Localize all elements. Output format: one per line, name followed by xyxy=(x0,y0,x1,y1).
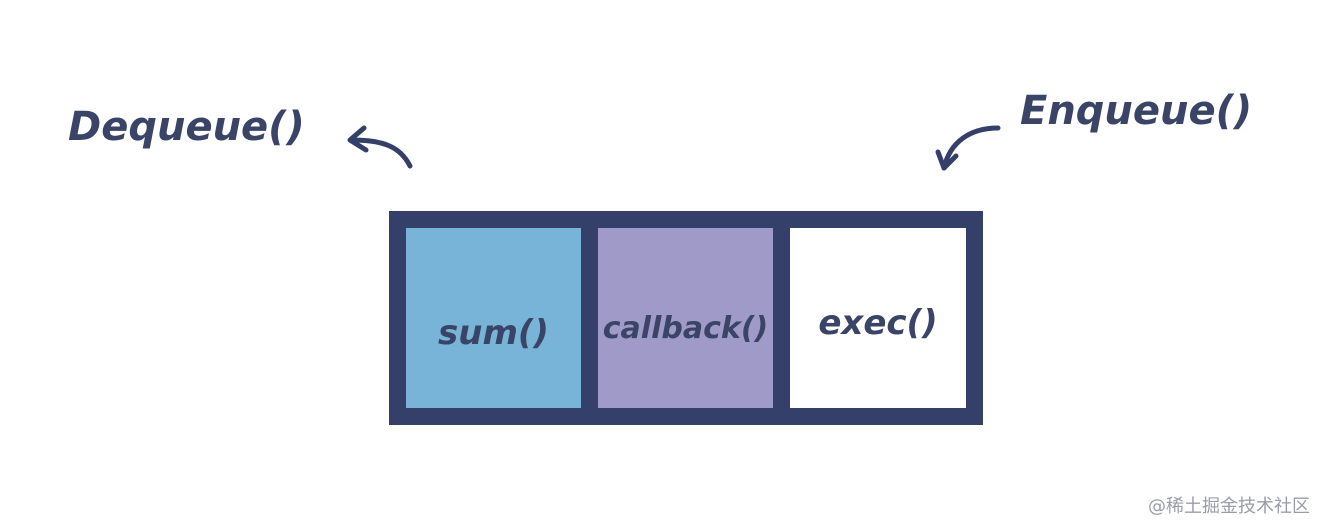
queue: sum() callback() exec() xyxy=(389,211,983,425)
dequeue-label: Dequeue() xyxy=(68,104,305,150)
queue-slot-label: sum() xyxy=(438,313,549,353)
queue-slot-label: callback() xyxy=(602,310,769,346)
watermark: @稀土掘金技术社区 xyxy=(1148,496,1310,517)
curved-arrow-down-left-icon xyxy=(935,125,1001,171)
queue-slot-label: exec() xyxy=(818,303,938,343)
curved-arrow-left-icon xyxy=(347,125,413,169)
queue-slot-sum: sum() xyxy=(389,211,598,425)
queue-slot-callback: callback() xyxy=(581,211,790,425)
queue-slot-exec: exec() xyxy=(773,211,983,425)
enqueue-label: Enqueue() xyxy=(1020,88,1253,134)
